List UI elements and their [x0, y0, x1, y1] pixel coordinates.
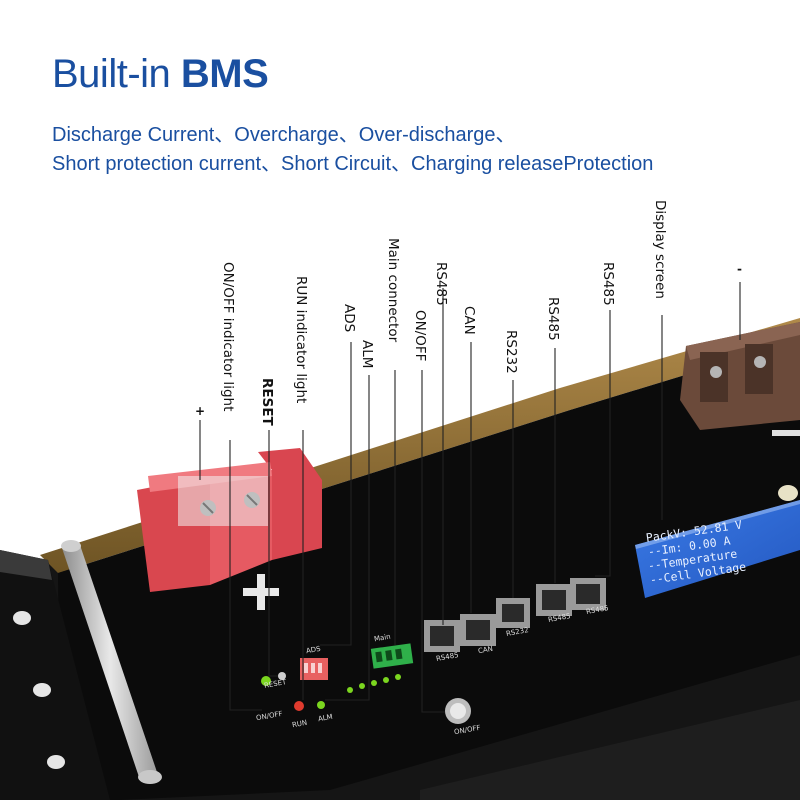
callout-line-rs485-3	[595, 310, 611, 577]
protection-line-2: Short protection current、Short Circuit、C…	[52, 153, 654, 175]
status-led	[395, 674, 401, 680]
rs485-port-1	[424, 620, 460, 652]
callout-line-onoff	[421, 370, 445, 713]
callout-can: CAN	[461, 306, 477, 335]
callout-onoff-indicator: ON/OFF indicator light	[220, 262, 236, 412]
page-title: Built-in BMS	[52, 52, 269, 97]
protection-line-1: Discharge Current、Overcharge、Over-discha…	[52, 124, 516, 146]
callout-onoff: ON/OFF	[412, 310, 428, 362]
callout-line-ads	[320, 342, 352, 646]
rs232-port	[496, 598, 530, 628]
status-led	[347, 687, 353, 693]
negative-sign: -	[737, 262, 742, 276]
callout-line-alm	[325, 375, 370, 701]
title-bold: BMS	[180, 52, 269, 96]
status-led	[383, 677, 389, 683]
callout-lines	[199, 282, 741, 713]
callout-rs232: RS232	[503, 330, 519, 374]
power-button	[450, 703, 466, 719]
top-panel	[58, 340, 800, 800]
callout-rs485-3: RS485	[600, 262, 616, 306]
side-knob	[778, 485, 798, 501]
callout-alm: ALM	[359, 340, 375, 369]
callout-line-onoff-indicator	[229, 440, 262, 711]
positive-sign: +	[195, 404, 206, 418]
rs485-port-3	[570, 578, 606, 610]
bracket-hole	[47, 755, 65, 769]
lower-inset	[420, 700, 800, 800]
status-led	[371, 680, 377, 686]
title-regular: Built-in	[52, 52, 181, 96]
callout-rs485-1: RS485	[433, 262, 449, 306]
plus-sign	[243, 574, 279, 610]
callout-reset: RESET	[259, 378, 275, 426]
callout-display: Display screen	[652, 200, 668, 299]
rs485-port-2	[536, 584, 572, 616]
side-slot	[772, 430, 800, 436]
reset-button	[278, 672, 286, 680]
onoff-led	[261, 676, 271, 686]
callout-rs485-2: RS485	[545, 297, 561, 341]
lcd-screen	[635, 500, 800, 598]
handle	[62, 545, 158, 780]
positive-terminal	[137, 448, 322, 592]
lcd-display: PackV: 52.81 V --Im: 0.00 A --Temperatur…	[635, 503, 800, 597]
callout-ads: ADS	[341, 304, 357, 333]
can-port	[460, 614, 496, 646]
run-led	[294, 701, 304, 711]
callout-line-reset	[268, 430, 278, 677]
bracket-hole	[13, 611, 31, 625]
alm-led	[317, 701, 325, 709]
bracket-hole	[33, 683, 51, 697]
negative-terminal	[680, 322, 800, 430]
status-led	[359, 683, 365, 689]
callout-run-indicator: RUN indicator light	[293, 276, 309, 404]
callout-main-connector: Main connector	[385, 238, 401, 343]
